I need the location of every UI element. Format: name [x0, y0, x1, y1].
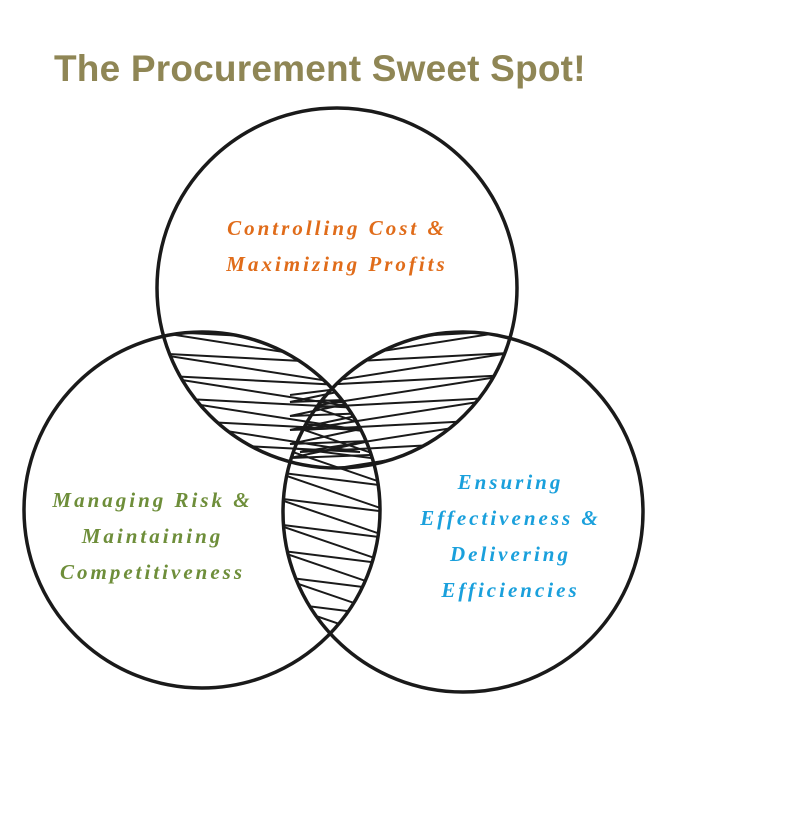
label-line: Controlling Cost & — [227, 216, 447, 240]
label-line: Managing Risk & — [52, 488, 253, 512]
circle-top — [155, 106, 519, 470]
circle-left — [22, 330, 382, 690]
label-line: Competitiveness — [60, 560, 245, 584]
label-line: Effectiveness & — [420, 506, 601, 530]
label-line: Ensuring — [457, 470, 564, 494]
label-line: Maintaining — [81, 524, 224, 548]
label-line: Maximizing Profits — [226, 252, 448, 276]
label-line: Delivering — [450, 542, 571, 566]
label-ensuring-effectiveness: Ensuring Effectiveness & Delivering Effi… — [398, 464, 623, 608]
label-controlling-cost: Controlling Cost & Maximizing Profits — [187, 210, 487, 282]
label-line: Efficiencies — [441, 578, 580, 602]
circle-right — [281, 330, 645, 694]
diagram-title: The Procurement Sweet Spot! — [54, 48, 586, 89]
label-managing-risk: Managing Risk & Maintaining Competitiven… — [30, 482, 275, 590]
